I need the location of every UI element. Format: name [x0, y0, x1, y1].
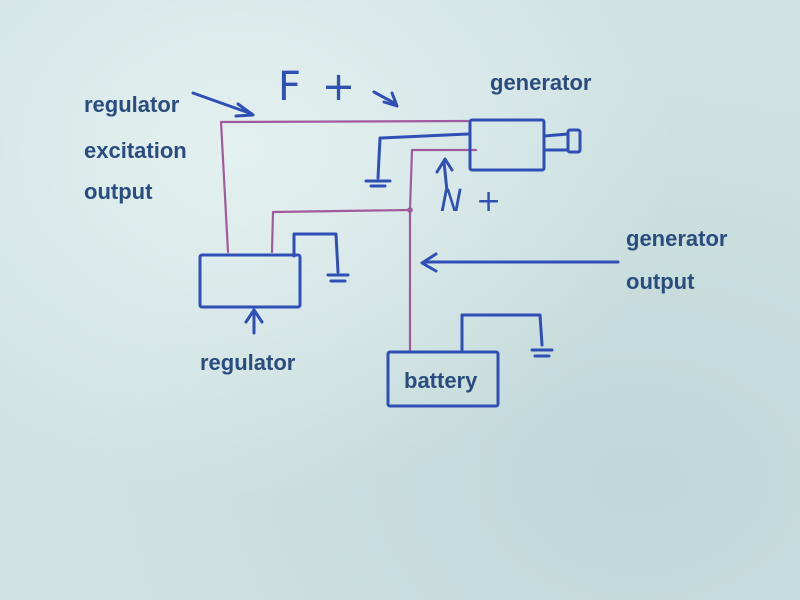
wiring	[219, 119, 478, 354]
label-line: output	[626, 269, 695, 294]
battery-ground-icon	[530, 348, 554, 358]
regulator-ground-wire	[292, 232, 340, 274]
generator-shaft	[542, 132, 570, 152]
arrow-regulator-excitation-output	[191, 91, 255, 118]
wire-output-main	[408, 148, 478, 354]
generator-pulley	[566, 128, 582, 154]
arrow-generator-output	[420, 252, 620, 273]
arrow-n-plus	[435, 157, 454, 193]
generator-ground-wire	[376, 132, 470, 180]
regulator-ground-icon	[326, 273, 350, 283]
battery-box	[386, 350, 500, 408]
wire-regulator-to-node	[270, 208, 412, 254]
generator-label: generator	[490, 70, 592, 95]
arrow-regulator	[244, 308, 264, 335]
generator-box	[468, 118, 546, 172]
label-line: generator	[626, 226, 728, 251]
wire-excitation-f	[219, 119, 470, 254]
label-line: regulator	[84, 92, 180, 117]
battery-ground-wire	[460, 313, 544, 352]
n-plus-label: N +	[440, 184, 504, 219]
label-line: excitation	[84, 138, 187, 163]
junction-node	[407, 207, 413, 213]
generator-ground-icon	[364, 179, 392, 188]
regulator-label: regulator	[200, 350, 296, 375]
regulator-box	[198, 253, 302, 309]
battery-label: battery	[404, 368, 478, 393]
f-plus-label: F +	[278, 64, 360, 110]
arrow-f-plus	[372, 90, 399, 108]
label-line: output	[84, 179, 153, 204]
